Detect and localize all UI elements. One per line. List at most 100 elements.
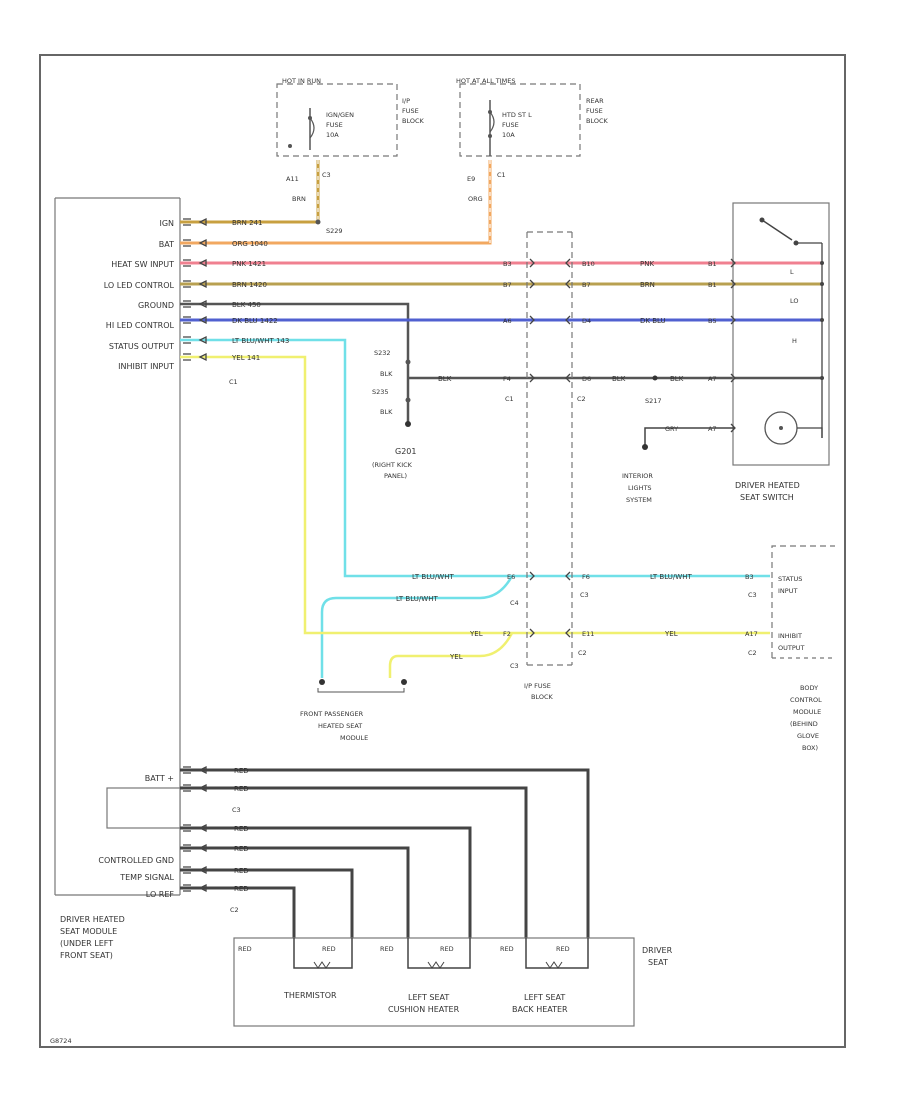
ground-g201: G201 (RIGHT KICK PANEL) <box>372 421 416 480</box>
body-control-module: STATUS INPUT INHIBIT OUTPUT B3 A17 C3 C2… <box>745 545 835 752</box>
svg-text:C2: C2 <box>578 649 587 657</box>
svg-text:FRONT PASSENGER: FRONT PASSENGER <box>300 710 364 718</box>
svg-text:D6: D6 <box>582 375 591 383</box>
fuse-left-header: HOT IN RUN <box>282 77 321 85</box>
svg-text:RED: RED <box>238 945 252 953</box>
svg-text:GRY: GRY <box>665 425 678 433</box>
svg-text:B1: B1 <box>708 281 717 289</box>
front-passenger-module: FRONT PASSENGER HEATED SEAT MODULE <box>300 679 407 742</box>
svg-text:L: L <box>790 268 794 276</box>
svg-text:BLK: BLK <box>380 370 393 378</box>
svg-text:BOX): BOX) <box>802 744 818 752</box>
svg-text:C3: C3 <box>748 591 757 599</box>
svg-text:PANEL): PANEL) <box>384 472 407 480</box>
wire-lo-led: BRN 1420 BRN <box>180 281 822 289</box>
svg-text:10A: 10A <box>502 131 515 139</box>
svg-text:RED: RED <box>234 825 249 833</box>
module-c2-pin-labels: BATT + CONTROLLED GND TEMP SIGNAL LO REF <box>98 774 174 899</box>
svg-text:B7: B7 <box>582 281 591 289</box>
svg-text:D4: D4 <box>582 317 591 325</box>
svg-text:SEAT SWITCH: SEAT SWITCH <box>740 493 794 502</box>
svg-text:10A: 10A <box>326 131 339 139</box>
wire-ign: BRN 241 S229 <box>180 160 343 235</box>
svg-text:C3: C3 <box>580 591 589 599</box>
svg-text:F2: F2 <box>503 630 511 638</box>
wire-heat-sw: PNK 1421 PNK <box>180 260 822 268</box>
module-c1-pin-labels: IGN BAT HEAT SW INPUT LO LED CONTROL GRO… <box>104 219 175 371</box>
svg-text:HEAT SW INPUT: HEAT SW INPUT <box>111 260 174 269</box>
svg-text:A7: A7 <box>708 375 717 383</box>
svg-text:G201: G201 <box>395 447 416 456</box>
svg-text:YEL: YEL <box>664 630 678 638</box>
svg-text:BLK: BLK <box>670 375 684 383</box>
svg-text:S229: S229 <box>326 227 343 235</box>
svg-text:C1: C1 <box>505 395 514 403</box>
svg-text:BLK: BLK <box>438 375 452 383</box>
svg-text:CONTROLLED GND: CONTROLLED GND <box>98 856 174 865</box>
svg-text:INHIBIT: INHIBIT <box>778 632 802 640</box>
svg-text:RED: RED <box>234 767 249 775</box>
svg-text:LO LED CONTROL: LO LED CONTROL <box>104 281 175 290</box>
svg-text:DRIVER: DRIVER <box>642 946 673 955</box>
svg-text:H: H <box>792 337 797 345</box>
svg-text:RED: RED <box>234 785 249 793</box>
svg-text:BODY: BODY <box>800 684 818 692</box>
svg-text:E9: E9 <box>467 175 475 183</box>
svg-text:(RIGHT KICK: (RIGHT KICK <box>372 461 413 469</box>
svg-text:YEL: YEL <box>469 630 483 638</box>
svg-text:C4: C4 <box>510 599 519 607</box>
svg-text:REAR: REAR <box>586 97 604 105</box>
svg-text:LT BLU/WHT 143: LT BLU/WHT 143 <box>232 337 289 345</box>
svg-text:RED: RED <box>234 885 249 893</box>
wire-gry-interior: GRY INTERIOR LIGHTS SYSTEM <box>622 425 735 504</box>
svg-text:RED: RED <box>440 945 454 953</box>
svg-text:INHIBIT INPUT: INHIBIT INPUT <box>118 362 174 371</box>
svg-text:INPUT: INPUT <box>778 587 797 595</box>
svg-text:FUSE: FUSE <box>586 107 603 115</box>
svg-text:C2: C2 <box>230 906 239 914</box>
svg-text:E6: E6 <box>507 573 515 581</box>
ip-fuse-block-center: I/P FUSE BLOCK C1 C2 C4 C3 C3 C2 B3 B7 A… <box>503 231 595 701</box>
svg-text:B3: B3 <box>745 573 754 581</box>
svg-text:C3: C3 <box>510 662 519 670</box>
svg-text:OUTPUT: OUTPUT <box>778 644 805 652</box>
svg-text:INTERIOR: INTERIOR <box>622 472 653 480</box>
svg-text:LO: LO <box>790 297 799 305</box>
wire-bat: ORG 1040 <box>180 160 492 248</box>
svg-text:C2: C2 <box>748 649 757 657</box>
svg-text:RED: RED <box>322 945 336 953</box>
svg-text:BLOCK: BLOCK <box>586 117 609 125</box>
svg-text:LT BLU/WHT: LT BLU/WHT <box>412 573 454 581</box>
svg-text:ORG: ORG <box>468 195 483 203</box>
svg-text:BLK 450: BLK 450 <box>232 301 261 309</box>
wire-blk-to-switch: BLK BLK BLK S217 <box>408 375 822 405</box>
svg-text:I/P: I/P <box>402 97 410 105</box>
svg-text:RED: RED <box>380 945 394 953</box>
svg-text:THERMISTOR: THERMISTOR <box>283 991 337 1000</box>
svg-text:LO REF: LO REF <box>146 890 175 899</box>
svg-text:I/P FUSE: I/P FUSE <box>524 682 551 690</box>
svg-text:BLK: BLK <box>612 375 626 383</box>
svg-text:CUSHION HEATER: CUSHION HEATER <box>388 1005 460 1014</box>
svg-text:HEATED SEAT: HEATED SEAT <box>318 722 362 730</box>
svg-text:GROUND: GROUND <box>138 301 174 310</box>
c1-pin-marks <box>183 217 207 362</box>
svg-text:RED: RED <box>234 867 249 875</box>
svg-text:HTD ST L: HTD ST L <box>502 111 532 119</box>
svg-text:C1: C1 <box>229 378 238 386</box>
svg-text:LT BLU/WHT: LT BLU/WHT <box>396 595 438 603</box>
svg-text:BLOCK: BLOCK <box>531 693 554 701</box>
seat-wires <box>180 768 590 938</box>
svg-text:BLOCK: BLOCK <box>402 117 425 125</box>
svg-text:LT BLU/WHT: LT BLU/WHT <box>650 573 692 581</box>
svg-text:LEFT SEAT: LEFT SEAT <box>524 993 565 1002</box>
svg-text:BLK: BLK <box>380 408 393 416</box>
svg-text:FRONT SEAT): FRONT SEAT) <box>60 951 113 960</box>
svg-text:MODULE: MODULE <box>340 734 368 742</box>
svg-text:B7: B7 <box>503 281 512 289</box>
svg-text:E11: E11 <box>582 630 594 638</box>
svg-text:LEFT SEAT: LEFT SEAT <box>408 993 449 1002</box>
svg-text:C1: C1 <box>497 171 506 179</box>
svg-text:FUSE: FUSE <box>502 121 519 129</box>
svg-text:FUSE: FUSE <box>326 121 343 129</box>
